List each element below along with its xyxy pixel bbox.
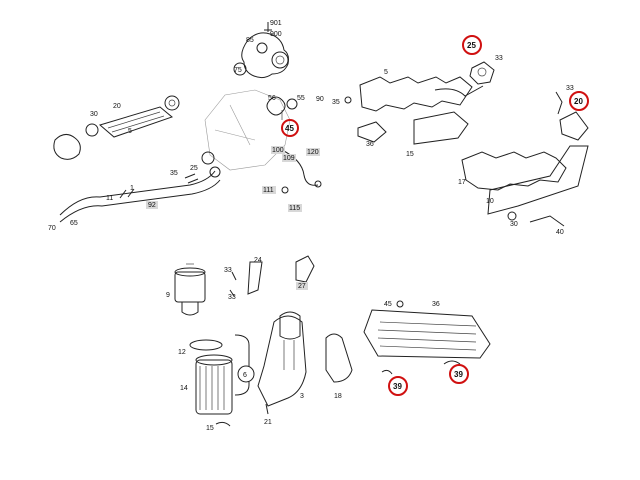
label-3: 3 (300, 393, 304, 400)
clip-right (443, 360, 461, 365)
seal-ring (189, 339, 223, 351)
highlight-circle-20 (569, 91, 589, 111)
exhaust-manifold-upper (344, 61, 495, 112)
label-35: 35 (170, 170, 178, 177)
label-33-c: 33 (224, 267, 232, 274)
highlight-label-45: 45 (285, 124, 294, 133)
label-35-b: 35 (332, 99, 340, 106)
highlight-label-20: 20 (574, 97, 583, 106)
label-10: 10 (486, 198, 494, 205)
label-15-b: 15 (206, 425, 214, 432)
highlight-circle-25 (462, 35, 482, 55)
label-17: 17 (458, 179, 466, 186)
label-5-b: 5 (384, 69, 388, 76)
label-120: 120 (307, 149, 319, 156)
label-36-b: 36 (432, 301, 440, 308)
downpipe-drawing (59, 151, 221, 223)
oil-cooler-drawing (363, 300, 491, 359)
label-6: 6 (243, 372, 247, 379)
clip-left (381, 369, 393, 375)
label-box-109 (282, 154, 296, 162)
label-5: 5 (128, 128, 132, 135)
label-90: 90 (316, 96, 324, 103)
highlight-label-39-right: 39 (454, 370, 463, 379)
highlight-label-25: 25 (467, 41, 476, 50)
label-40: 40 (556, 229, 564, 236)
label-27: 27 (298, 283, 306, 290)
label-box-115 (288, 204, 302, 212)
group-bracket (234, 334, 250, 396)
label-box-120 (306, 148, 320, 156)
manifold-gasket (413, 111, 469, 145)
filter-housing-drawing (257, 311, 307, 407)
panel-exhaust-manifold: 33 5 35 36 15 33 17 10 30 40 25 20 (332, 35, 589, 236)
turbocharger-drawing (241, 22, 289, 79)
label-33-d: 33 (228, 294, 236, 301)
label-30-b: 30 (510, 221, 518, 228)
highlight-circle-45 (281, 119, 299, 137)
label-9: 9 (166, 292, 170, 299)
label-33-a: 33 (495, 55, 503, 62)
label-900: 900 (270, 31, 282, 38)
filter-cap-drawing (174, 263, 206, 316)
gasket-small-drawing (295, 255, 315, 283)
label-box-27 (296, 282, 308, 290)
label-36: 36 (366, 141, 374, 148)
panel-exhaust-turbo: 901 900 85 75 20 30 5 56 55 90 35 25 65 … (48, 20, 324, 232)
label-115: 115 (289, 205, 300, 212)
label-65: 65 (70, 220, 78, 227)
label-box-92 (146, 201, 158, 209)
label-56: 56 (268, 95, 276, 102)
bolt-drawing (555, 91, 563, 115)
label-12: 12 (178, 349, 186, 356)
label-92: 92 (148, 202, 156, 209)
label-111: 111 (263, 187, 274, 194)
drain-plug (215, 421, 231, 427)
label-55: 55 (297, 95, 305, 102)
label-21: 21 (264, 419, 272, 426)
label-109: 109 (283, 155, 295, 162)
callout-circle-6 (237, 365, 255, 383)
label-14: 14 (180, 385, 188, 392)
label-100: 100 (272, 147, 284, 154)
label-11: 11 (106, 195, 113, 202)
label-75: 75 (234, 67, 242, 74)
label-box-100 (271, 146, 285, 154)
engine-block-outline (204, 89, 291, 171)
label-box-111 (262, 186, 276, 194)
bolt-21 (265, 403, 269, 415)
label-18: 18 (334, 393, 342, 400)
label-85: 85 (246, 37, 254, 44)
filter-element-drawing (195, 354, 233, 415)
panel-oil-filter-cooler: 9 24 33 33 12 6 14 3 18 45 36 15 21 27 3… (166, 255, 491, 432)
label-20: 20 (113, 103, 121, 110)
egr-cooler-drawing (53, 95, 180, 160)
label-24: 24 (254, 257, 262, 264)
label-25: 25 (190, 165, 198, 172)
label-901: 901 (270, 20, 282, 27)
label-30: 30 (90, 111, 98, 118)
highlight-circle-39-left (388, 376, 408, 396)
label-15: 15 (406, 151, 414, 158)
bolts-33 (229, 271, 237, 297)
label-45-b: 45 (384, 301, 392, 308)
bracket-drawing (247, 261, 263, 295)
heat-shield (357, 121, 387, 143)
label-70: 70 (48, 225, 56, 232)
exhaust-manifold-lower (461, 111, 589, 227)
cooler-gasket (325, 333, 353, 383)
clamp-part (233, 62, 247, 76)
highlight-label-39-left: 39 (393, 382, 402, 391)
label-1: 1 (130, 185, 134, 192)
label-33-b: 33 (566, 85, 574, 92)
highlight-circle-39-right (449, 364, 469, 384)
